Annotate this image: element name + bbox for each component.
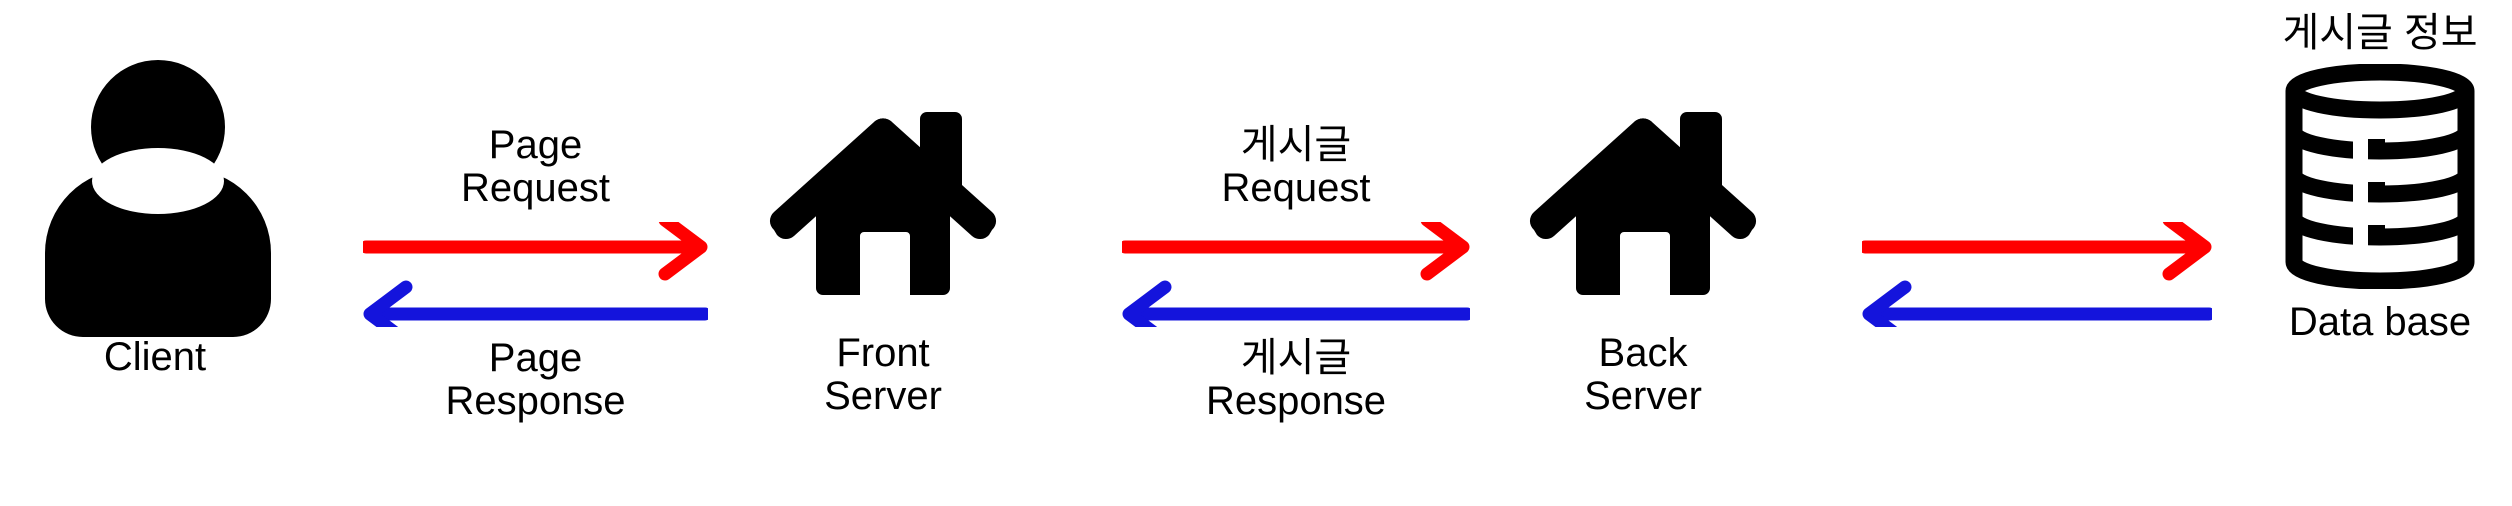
flow-label-page-response: Page Response <box>445 336 626 424</box>
node-client[interactable]: Client <box>30 52 280 379</box>
node-back-server[interactable]: Back Server <box>1528 108 1758 418</box>
node-label-front-server: Front Server <box>824 331 942 419</box>
flow-label-page-request: Page Request <box>461 122 610 210</box>
request-arrow-right-front-back <box>1122 222 1470 327</box>
request-arrow-right-back-db <box>1862 222 2212 327</box>
node-label-database: Data base <box>2288 300 2472 344</box>
node-front-server[interactable]: Front Server <box>768 108 998 418</box>
house-icon <box>768 108 998 318</box>
flow-label-post-response: 게시글 Response <box>1205 336 1387 424</box>
node-label-client: Client <box>103 335 207 379</box>
node-label-back-server: Back Server <box>1584 331 1702 419</box>
node-database[interactable]: Data base <box>2285 64 2475 344</box>
flow-label-post-request: 게시글 Request <box>1221 122 1371 210</box>
house-icon <box>1528 108 1758 318</box>
request-arrow-right-client-front <box>363 222 708 327</box>
database-icon <box>2285 64 2475 289</box>
person-neck-notch-shape <box>92 148 224 214</box>
flow-front-back: 게시글 Request 게시글 Response <box>1122 123 1470 423</box>
database-top-annotation: 게시글 정보 <box>2282 11 2478 55</box>
person-icon <box>30 52 280 337</box>
flow-back-database <box>1862 222 2212 327</box>
flow-client-front: Page Request Page Response <box>363 123 708 423</box>
